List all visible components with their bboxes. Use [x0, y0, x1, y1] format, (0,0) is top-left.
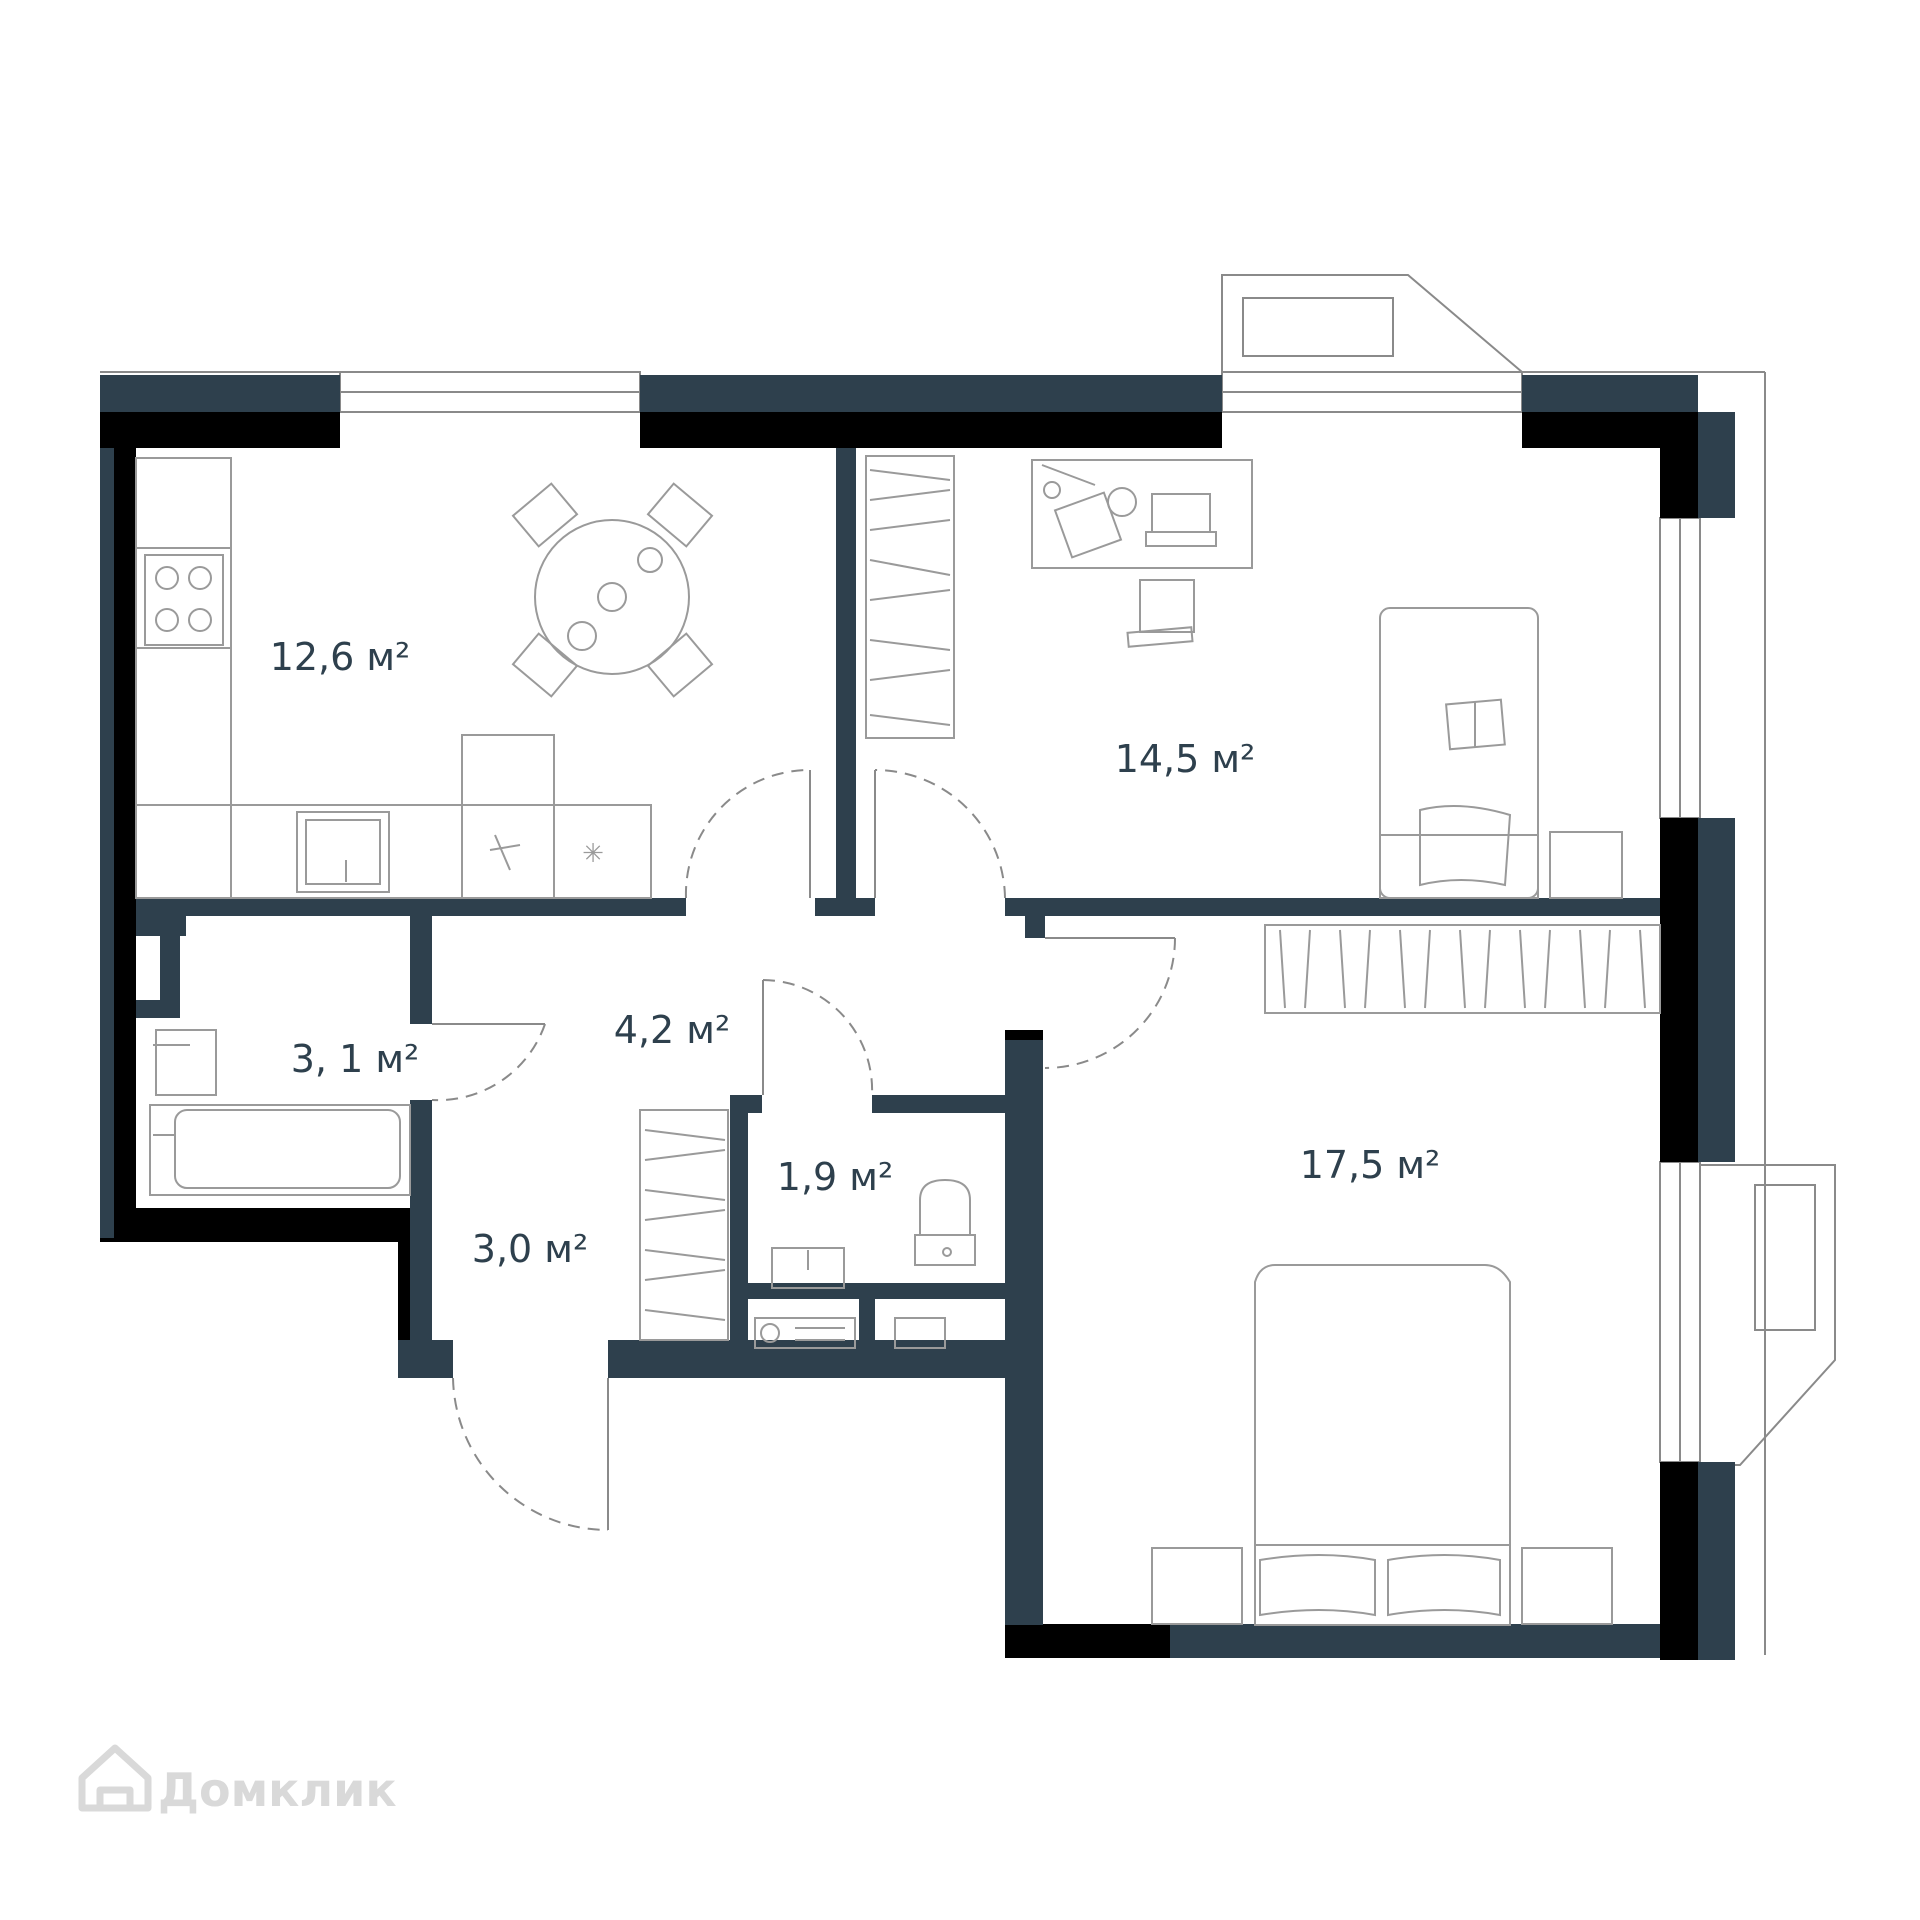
bathroom-area-label: 3, 1 м² — [291, 1037, 420, 1081]
balconies — [1221, 274, 1836, 1466]
single-bed — [1379, 607, 1539, 899]
bathtub — [149, 1104, 411, 1196]
interior-walls — [136, 448, 1660, 1378]
kitchen-counter — [135, 457, 232, 899]
bedroom-furniture — [1151, 924, 1661, 1626]
wardrobe — [1264, 924, 1661, 1014]
bathroom-sink — [155, 1029, 217, 1096]
study-furniture — [865, 455, 1623, 899]
wardrobe — [865, 455, 955, 739]
sink-icon — [296, 811, 390, 893]
entry-area-label: 3,0 м² — [472, 1227, 588, 1271]
top-balcony — [1221, 274, 1523, 373]
study-area-label: 14,5 м² — [1115, 737, 1256, 781]
door-swings — [431, 769, 1176, 1531]
stove-icon — [144, 554, 224, 646]
washing-machine — [754, 1317, 856, 1349]
desk-chair — [1139, 579, 1195, 633]
nightstand — [1521, 1547, 1613, 1625]
toilet-icon — [919, 1178, 971, 1236]
kitchen-area-label: 12,6 м² — [270, 635, 411, 679]
house-logo-icon — [78, 1744, 152, 1812]
entry-wardrobe — [639, 1109, 729, 1341]
toilet-area-label: 1,9 м² — [777, 1155, 893, 1199]
chair — [646, 632, 714, 698]
desk — [1031, 459, 1253, 569]
bedroom-area-label: 17,5 м² — [1300, 1143, 1441, 1187]
watermark-text: Домклик — [158, 1763, 397, 1817]
fridge-icon — [461, 734, 555, 899]
exterior-walls-outer — [100, 375, 1735, 1660]
nightstand — [1151, 1547, 1243, 1625]
double-bed — [1254, 1264, 1511, 1626]
watermark: Домклик — [78, 1744, 397, 1817]
kitchen-furniture: ✳ — [135, 457, 714, 899]
toilet-sink — [771, 1247, 845, 1289]
bath-fixtures — [149, 1029, 976, 1349]
dining-table — [534, 519, 690, 675]
chair — [511, 482, 579, 548]
snowflake-icon: ✳ — [582, 839, 604, 869]
nightstand — [1549, 831, 1623, 899]
exterior-walls — [100, 412, 1698, 1660]
chair — [511, 632, 579, 698]
laptop-icon — [1151, 493, 1211, 533]
chair — [646, 482, 714, 548]
hall-area-label: 4,2 м² — [614, 1008, 730, 1052]
